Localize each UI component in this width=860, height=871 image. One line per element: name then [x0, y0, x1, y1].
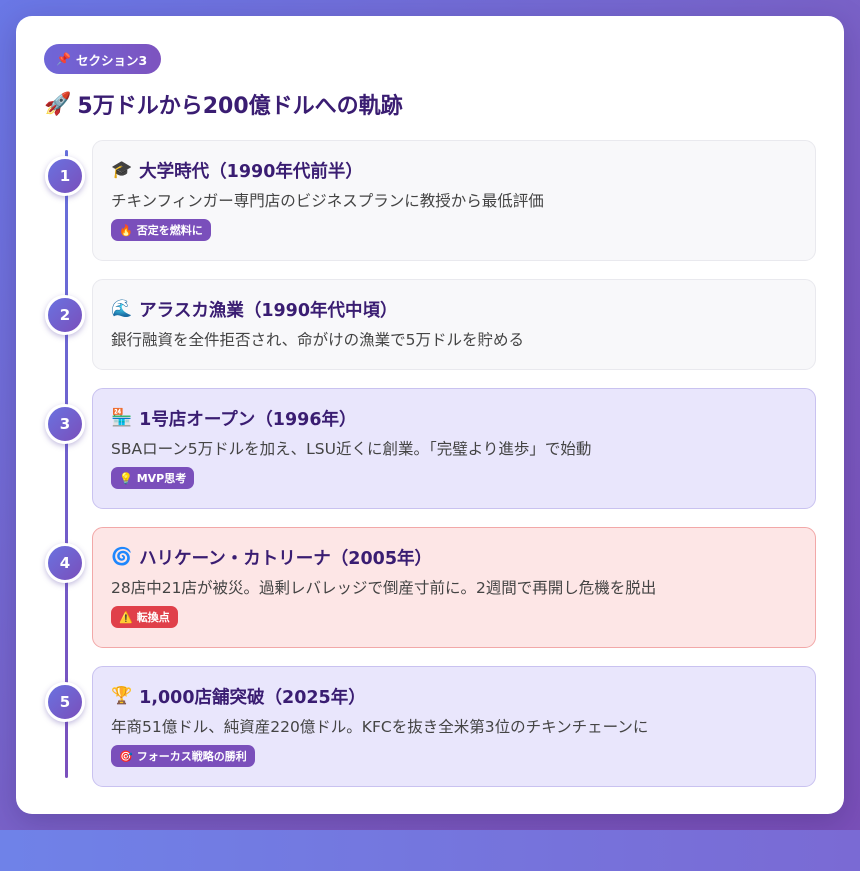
tag-label: 否定を燃料に — [136, 224, 203, 237]
timeline-item-title-text: 大学時代（1990年代前半） — [139, 161, 363, 182]
tag-label: MVP思考 — [136, 472, 187, 485]
timeline-item-description: 28店中21店が被災。過剰レバレッジで倒産寸前に。2週間で再開し危機を脱出 — [111, 579, 657, 597]
page-background-band — [0, 830, 860, 871]
tag-label: フォーカス戦略の勝利 — [136, 750, 247, 763]
step-number-1: 1 — [45, 156, 85, 196]
timeline-line — [65, 150, 68, 778]
timeline-item-title: 🏪 1号店オープン（1996年） — [111, 405, 797, 431]
page-title-text: 5万ドルから200億ドルへの軌跡 — [77, 94, 403, 119]
content-card: 📌 セクション3 🚀 5万ドルから200億ドルへの軌跡 1 🎓 大学時代（199… — [16, 16, 844, 814]
graduation-cap-icon: 🎓 — [111, 160, 133, 180]
timeline-item-title-text: ハリケーン・カトリーナ（2005年） — [139, 548, 433, 569]
fire-icon: 🔥 — [119, 223, 133, 237]
timeline-item-description: チキンフィンガー専門店のビジネスプランに教授から最低評価 — [111, 192, 544, 210]
store-icon: 🏪 — [111, 408, 133, 428]
trophy-icon: 🏆 — [111, 686, 133, 706]
section-badge-label: セクション3 — [75, 52, 148, 68]
timeline-item-description: 年商51億ドル、純資産220億ドル。KFCを抜き全米第3位のチキンチェーンに — [111, 718, 649, 736]
timeline-item-1: 🎓 大学時代（1990年代前半） チキンフィンガー専門店のビジネスプランに教授か… — [92, 140, 816, 261]
timeline-item-description: 銀行融資を全件拒否され、命がけの漁業で5万ドルを貯める — [111, 331, 525, 349]
cyclone-icon: 🌀 — [111, 547, 133, 567]
rocket-icon: 🚀 — [44, 91, 72, 117]
lightbulb-icon: 💡 — [119, 471, 133, 485]
timeline-item-tag: ⚠️ 転換点 — [111, 606, 178, 628]
step-number-5: 5 — [45, 682, 85, 722]
target-icon: 🎯 — [119, 749, 133, 763]
timeline-item-3: 🏪 1号店オープン（1996年） SBAローン5万ドルを加え、LSU近くに創業。… — [92, 388, 816, 509]
page-title: 🚀 5万ドルから200億ドルへの軌跡 — [44, 88, 403, 120]
timeline-item-description: SBAローン5万ドルを加え、LSU近くに創業。「完璧より進歩」で始動 — [111, 440, 592, 458]
timeline-item-title-text: 1,000店舗突破（2025年） — [139, 687, 366, 708]
timeline-item-tag: 💡 MVP思考 — [111, 467, 195, 489]
timeline-item-2: 🌊 アラスカ漁業（1990年代中頃） 銀行融資を全件拒否され、命がけの漁業で5万… — [92, 279, 816, 370]
timeline-item-tag: 🎯 フォーカス戦略の勝利 — [111, 745, 255, 767]
pushpin-icon: 📌 — [56, 52, 71, 66]
timeline-item-4: 🌀 ハリケーン・カトリーナ（2005年） 28店中21店が被災。過剰レバレッジで… — [92, 527, 816, 648]
tag-label: 転換点 — [136, 611, 170, 624]
step-number-2: 2 — [45, 295, 85, 335]
timeline-item-tag: 🔥 否定を燃料に — [111, 219, 211, 241]
section-badge: 📌 セクション3 — [44, 44, 162, 74]
step-number-3: 3 — [45, 404, 85, 444]
timeline-item-title-text: 1号店オープン（1996年） — [139, 409, 357, 430]
timeline-item-title: 🏆 1,000店舗突破（2025年） — [111, 683, 797, 709]
timeline-item-title: 🌀 ハリケーン・カトリーナ（2005年） — [111, 544, 797, 570]
warning-icon: ⚠️ — [119, 610, 133, 624]
timeline-item-title: 🌊 アラスカ漁業（1990年代中頃） — [111, 296, 797, 322]
step-number-4: 4 — [45, 543, 85, 583]
timeline-item-5: 🏆 1,000店舗突破（2025年） 年商51億ドル、純資産220億ドル。KFC… — [92, 666, 816, 787]
wave-icon: 🌊 — [111, 299, 133, 319]
timeline-item-title: 🎓 大学時代（1990年代前半） — [111, 157, 797, 183]
timeline-item-title-text: アラスカ漁業（1990年代中頃） — [139, 300, 398, 321]
